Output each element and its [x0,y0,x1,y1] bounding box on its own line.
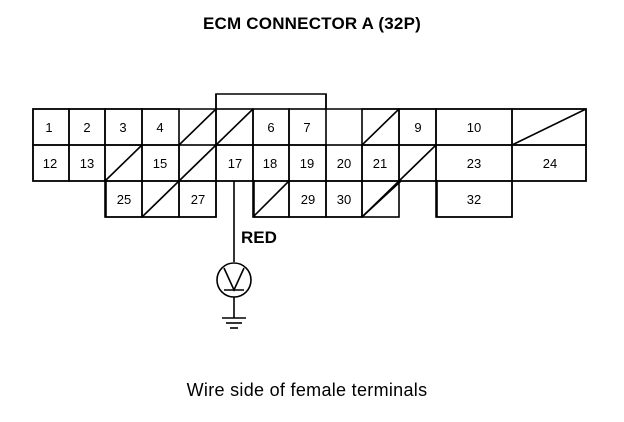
terminal-2: 2 [83,120,90,135]
terminal-10: 10 [467,120,481,135]
terminal-15: 15 [153,156,167,171]
terminal-6: 6 [267,120,274,135]
cell-grid [32,108,587,218]
terminal-13: 13 [80,156,94,171]
ground-icon [222,297,246,329]
unused-cavity-marks [104,108,587,218]
terminal-24: 24 [543,156,557,171]
terminal-19: 19 [300,156,314,171]
terminal-labels: 1 2 3 4 6 7 9 10 12 13 15 17 18 19 20 21… [43,120,557,207]
terminal-18: 18 [263,156,277,171]
terminal-4: 4 [156,120,163,135]
terminal-17: 17 [228,156,242,171]
terminal-9: 9 [414,120,421,135]
terminal-25: 25 [117,192,131,207]
terminal-7: 7 [303,120,310,135]
terminal-29: 29 [301,192,315,207]
terminal-1: 1 [45,120,52,135]
terminal-27: 27 [191,192,205,207]
wire-color-label: RED [241,228,277,247]
terminal-30: 30 [337,192,351,207]
page-title: ECM CONNECTOR A (32P) [203,14,421,33]
terminal-3: 3 [119,120,126,135]
terminal-23: 23 [467,156,481,171]
terminal-20: 20 [337,156,351,171]
terminal-21: 21 [373,156,387,171]
diagram-caption: Wire side of female terminals [186,380,428,400]
terminal-32: 32 [467,192,481,207]
terminal-12: 12 [43,156,57,171]
voltmeter-icon [216,262,252,298]
